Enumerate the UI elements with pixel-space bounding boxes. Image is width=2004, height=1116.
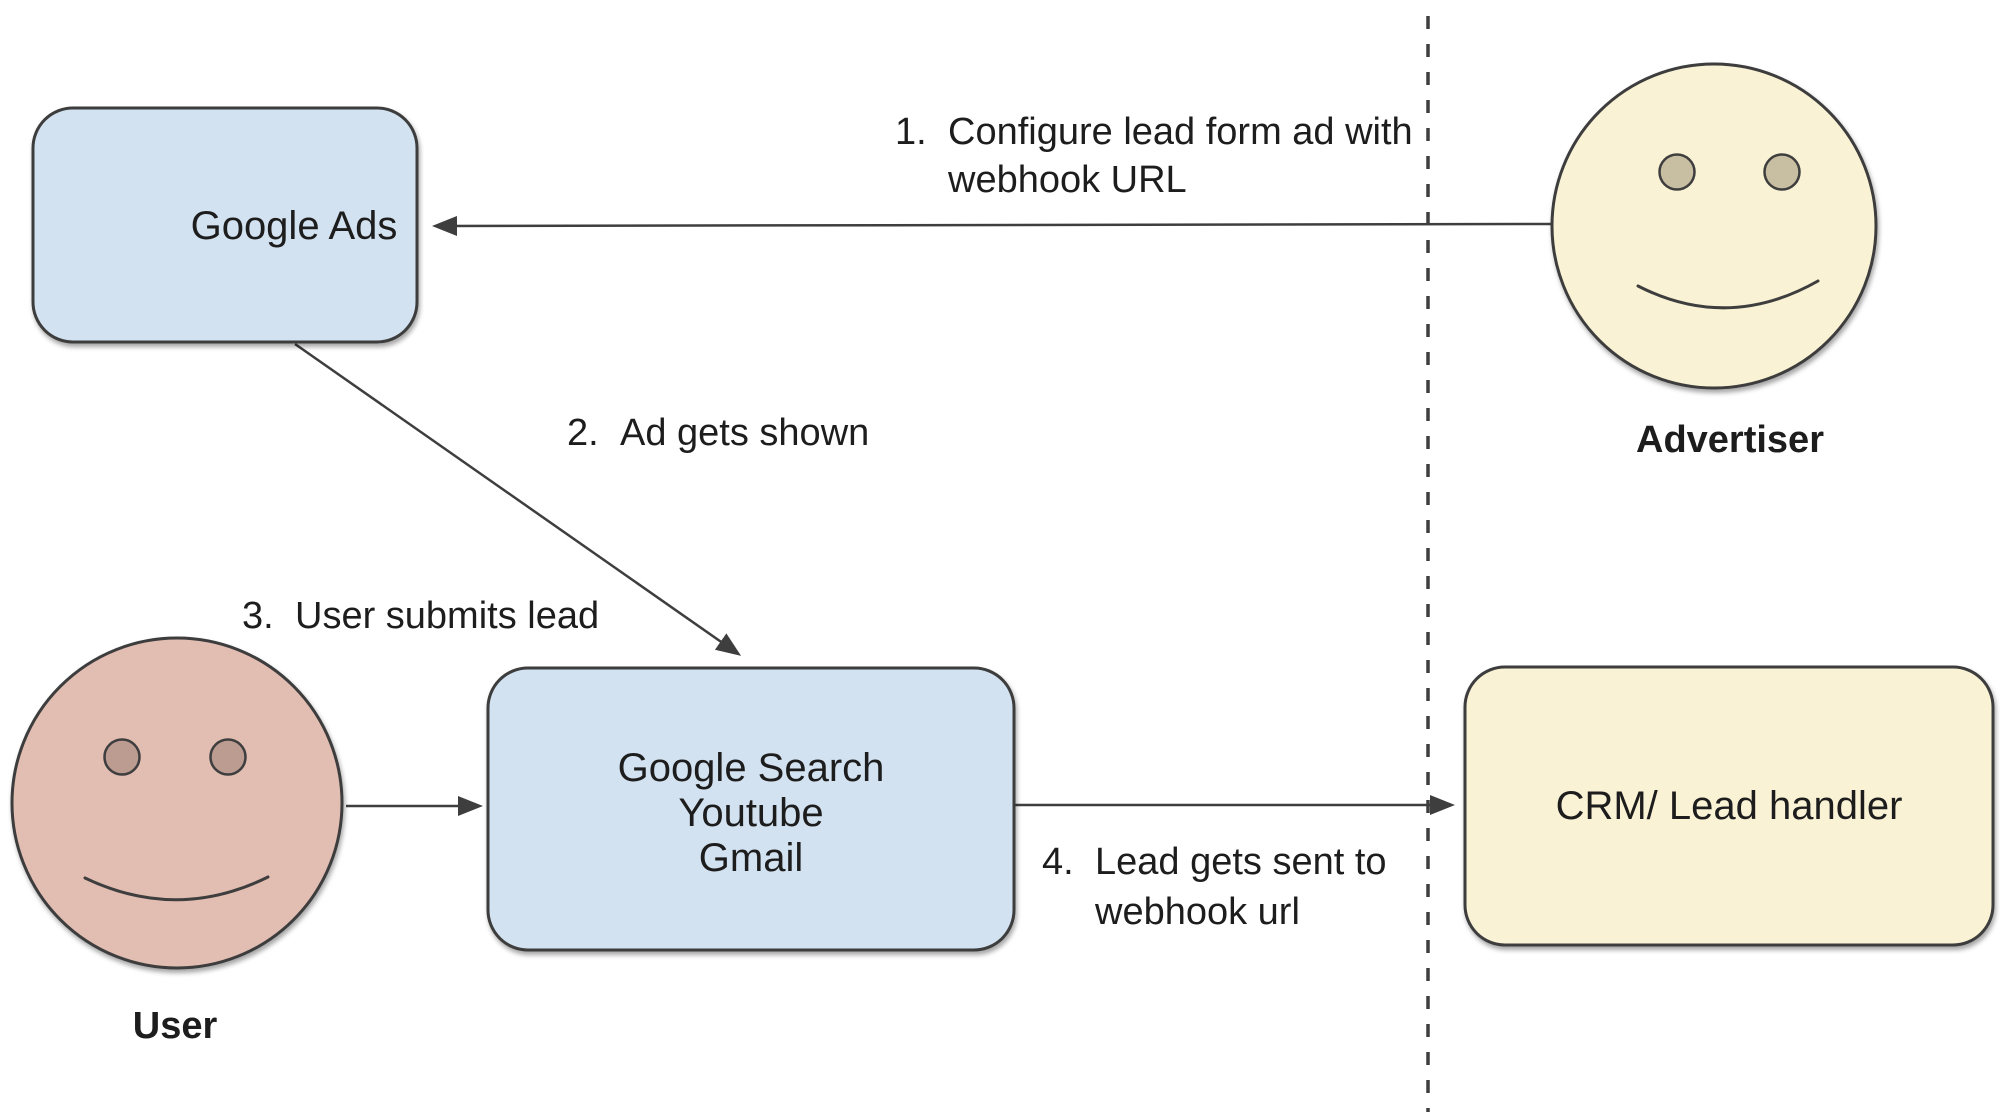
advertiser-actor: Advertiser bbox=[1550, 62, 1878, 461]
arrow-google-ads-to-platforms bbox=[294, 342, 742, 656]
step1-text-line2: webhook URL bbox=[947, 159, 1187, 201]
user-right-eye bbox=[209, 738, 247, 776]
user-smile bbox=[83, 875, 270, 902]
annotation-step4: 4. Lead gets sent to webhook url bbox=[1042, 841, 1387, 933]
annotation-step2: 2. Ad gets shown bbox=[567, 412, 869, 454]
step2-number: 2. bbox=[567, 412, 599, 454]
advertiser-label: Advertiser bbox=[1636, 419, 1824, 461]
step4-text-line2: webhook url bbox=[1094, 891, 1300, 933]
flow-arrows bbox=[294, 215, 1554, 816]
step4-number: 4. bbox=[1042, 841, 1074, 883]
step3-number: 3. bbox=[242, 595, 274, 637]
google-ads-box bbox=[31, 106, 419, 344]
crm-node: CRM/ Lead handler bbox=[1463, 665, 1995, 947]
platforms-label-line1: Google Search bbox=[618, 746, 885, 790]
user-smiley-face-icon bbox=[10, 636, 344, 970]
user-left-eye bbox=[103, 738, 141, 776]
crm-box bbox=[1463, 665, 1995, 947]
platforms-box bbox=[486, 666, 1016, 952]
advertiser-smiley-face-icon bbox=[1550, 62, 1878, 390]
step3-text-line1: User submits lead bbox=[295, 595, 599, 637]
platforms-label-line3: Gmail bbox=[699, 836, 803, 880]
platforms-node: Google Search Youtube Gmail bbox=[486, 666, 1016, 952]
advertiser-left-eye bbox=[1658, 153, 1696, 191]
google-ads-label: Google Ads bbox=[191, 204, 398, 248]
step1-text-line1: Configure lead form ad with bbox=[948, 111, 1413, 153]
google-ads-node: Google Ads bbox=[31, 106, 419, 344]
step2-text-line1: Ad gets shown bbox=[620, 412, 869, 454]
advertiser-smile bbox=[1636, 279, 1820, 310]
arrow-advertiser-to-google-ads bbox=[432, 215, 1554, 236]
platforms-label-line2: Youtube bbox=[678, 791, 823, 835]
crm-label: CRM/ Lead handler bbox=[1556, 784, 1903, 828]
user-label: User bbox=[133, 1005, 218, 1047]
advertiser-right-eye bbox=[1763, 153, 1801, 191]
annotation-step3: 3. User submits lead bbox=[242, 595, 599, 637]
step4-text-line1: Lead gets sent to bbox=[1095, 841, 1387, 883]
step1-number: 1. bbox=[895, 111, 927, 153]
annotation-step1: 1. Configure lead form ad with webhook U… bbox=[895, 111, 1413, 201]
user-actor: User bbox=[10, 636, 344, 1047]
